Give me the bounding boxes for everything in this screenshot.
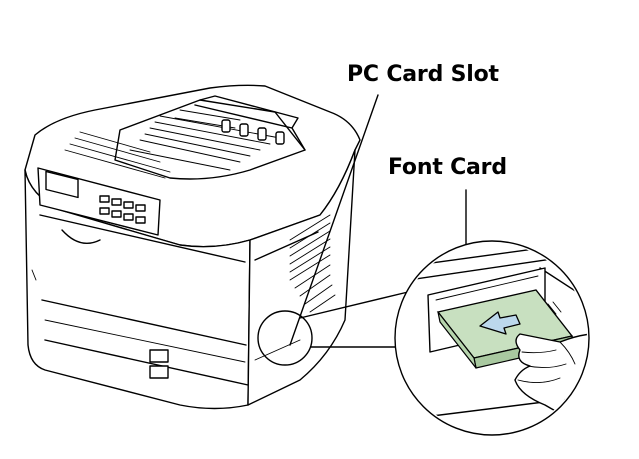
printer-right-face [247,149,356,406]
printer-illustration [24,84,361,410]
output-rollers [221,119,285,145]
slot-location-circle [257,310,313,366]
font-card-label: Font Card [388,155,507,180]
operator-panel [37,167,161,236]
slot-pointer-line [289,94,379,346]
side-vents [289,214,336,313]
magnified-view [394,240,590,436]
magnifier-connector-top [299,291,409,319]
pc-card-slot-label: PC Card Slot [347,62,499,87]
paper-level-indicator [149,349,169,379]
arrow-right-icon [479,311,521,335]
